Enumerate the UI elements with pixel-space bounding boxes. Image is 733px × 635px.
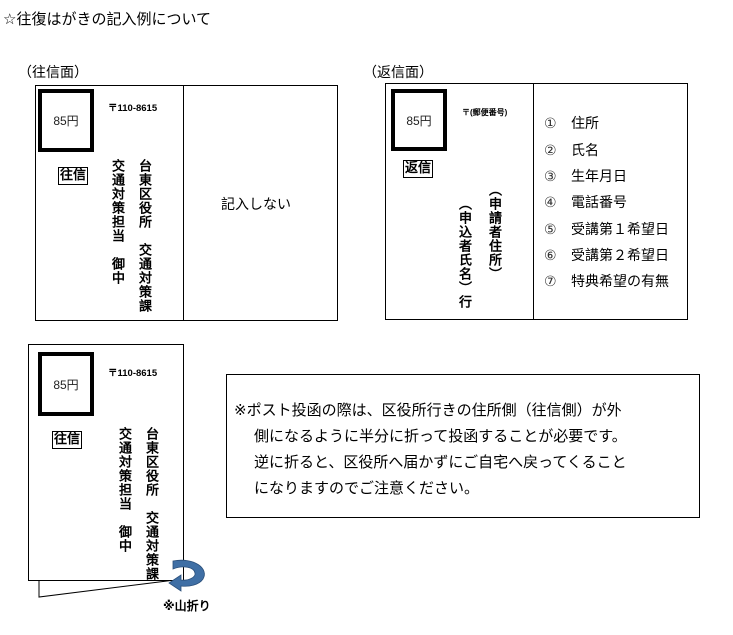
address-line1: 台東区役所 交通対策課 [143,427,158,581]
outgoing-tag: 往信 [52,431,83,449]
reply-tag: 返信 [403,160,434,178]
outgoing-back-panel [183,85,338,321]
postcode: 〒110-8615 [108,103,158,114]
reply-back-panel [533,83,688,320]
address-line1: （申請者住所） [486,183,501,281]
page-title: ☆往復はがきの記入例について [3,10,211,28]
address-line2: 交通対策担当 御中 [116,427,131,553]
stamp-box: 85円 [38,352,94,416]
note-line: 側になるように半分に折って投函することが必要です。 [254,427,627,445]
reply-side-label: （返信面） [363,65,433,81]
stamp-box: 85円 [391,89,447,151]
address-line2: 交通対策担当 御中 [109,159,124,285]
postcode: 〒(郵便番号) [462,108,508,117]
outgoing-tag: 往信 [58,167,89,185]
note-box [226,374,700,518]
outgoing-front-panel [35,85,184,321]
stamp-box: 85円 [38,89,94,152]
folded-front-panel [28,344,184,581]
address-line1: 台東区役所 交通対策課 [136,159,151,313]
note-line: になりますのでご注意ください。 [254,479,480,497]
address-line2: （申込者氏名）行 [456,197,471,309]
no-entry-text: 記入しない [221,197,291,213]
reply-front-panel [385,83,534,320]
note-line: ※ポスト投函の際は、区役所行きの住所側（往信側）が外 [234,401,622,419]
note-line: 逆に折ると、区役所へ届かずにご自宅へ戻ってくること [254,453,627,471]
outgoing-side-label: （往信面） [18,65,88,81]
fold-label: ※山折り [163,599,211,613]
fold-arrow-icon [168,559,205,592]
postcode: 〒110-8615 [108,368,158,379]
